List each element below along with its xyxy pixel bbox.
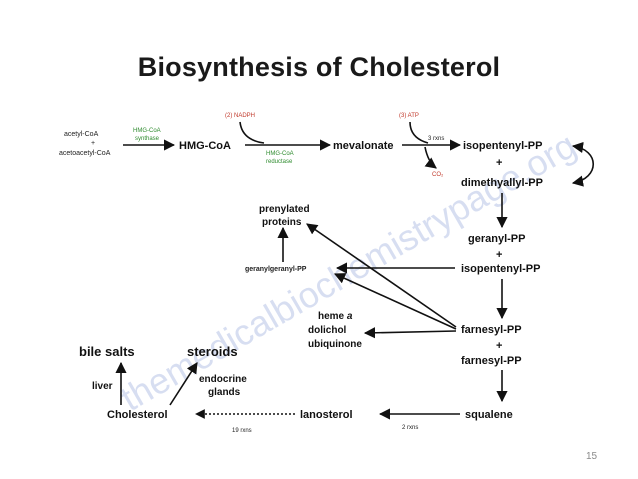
arrow-farnesyl-to-heme: [363, 327, 457, 339]
label-hmgcoa-reductase-1: HMG-CoA: [266, 151, 294, 157]
label-plus-3: +: [496, 249, 502, 261]
label-2-rxns: 2 rxns: [402, 425, 418, 431]
label-acetyl-coa: acetyl-CoA: [64, 131, 99, 138]
label-hmgcoa-synthase-2: synthase: [135, 136, 160, 142]
page-number: 15: [586, 451, 598, 462]
label-plus-1: +: [91, 140, 95, 147]
label-3-rxns: 3 rxns: [428, 136, 444, 142]
label-liver: liver: [92, 381, 113, 392]
label-19-rxns: 19 rxns: [232, 428, 252, 434]
label-plus-4: +: [496, 340, 502, 352]
label-mevalonate: mevalonate: [333, 140, 394, 152]
label-squalene: squalene: [465, 409, 513, 421]
label-glands: glands: [208, 387, 241, 398]
label-farnesyl-pp-1: farnesyl-PP: [461, 324, 522, 336]
slide-title: Biosynthesis of Cholesterol: [137, 52, 501, 82]
label-geranyl-pp: geranyl-PP: [468, 233, 525, 245]
label-hmgcoa-synthase-1: HMG-CoA: [133, 128, 161, 134]
label-nadph: (2) NADPH: [225, 113, 255, 119]
label-ubiquinone: ubiquinone: [308, 339, 362, 350]
label-co2: CO₂: [432, 172, 444, 178]
label-hmgcoa-reductase-2: reductase: [266, 159, 293, 165]
arrow-nadph-in: [239, 121, 265, 144]
label-heme-a: heme a: [318, 311, 353, 322]
label-lanosterol: lanosterol: [300, 409, 353, 421]
label-dolichol: dolichol: [308, 325, 347, 336]
label-prenylated: prenylated: [259, 204, 310, 215]
label-acetoacetyl-coa: acetoacetyl-CoA: [59, 150, 111, 157]
arrow-co2-out: [424, 146, 437, 169]
arrow-isomerase-loop: [571, 141, 595, 187]
arrow-atp-in: [409, 121, 429, 144]
label-farnesyl-pp-2: farnesyl-PP: [461, 355, 522, 367]
arrow-farnesyl-to-prenylated: [306, 223, 457, 328]
arrow-farnesyl-to-geranylgeranyl: [333, 273, 457, 330]
label-isopentenyl-pp-2: isopentenyl-PP: [461, 263, 540, 275]
label-endocrine: endocrine: [199, 374, 247, 385]
label-cholesterol: Cholesterol: [107, 409, 168, 421]
label-proteins: proteins: [262, 217, 302, 228]
label-steroids: steroids: [187, 344, 238, 359]
arrow-to-steroids: [169, 362, 198, 406]
label-plus-2: +: [496, 157, 502, 169]
label-dimethyallyl-pp: dimethyallyl-PP: [461, 177, 543, 189]
label-atp: (3) ATP: [399, 113, 419, 119]
label-bile-salts: bile salts: [79, 344, 135, 359]
label-geranylgeranyl-pp: geranylgeranyl-PP: [245, 266, 307, 273]
label-hmg-coa: HMG-CoA: [179, 140, 231, 152]
label-isopentenyl-pp-1: isopentenyl-PP: [463, 140, 542, 152]
